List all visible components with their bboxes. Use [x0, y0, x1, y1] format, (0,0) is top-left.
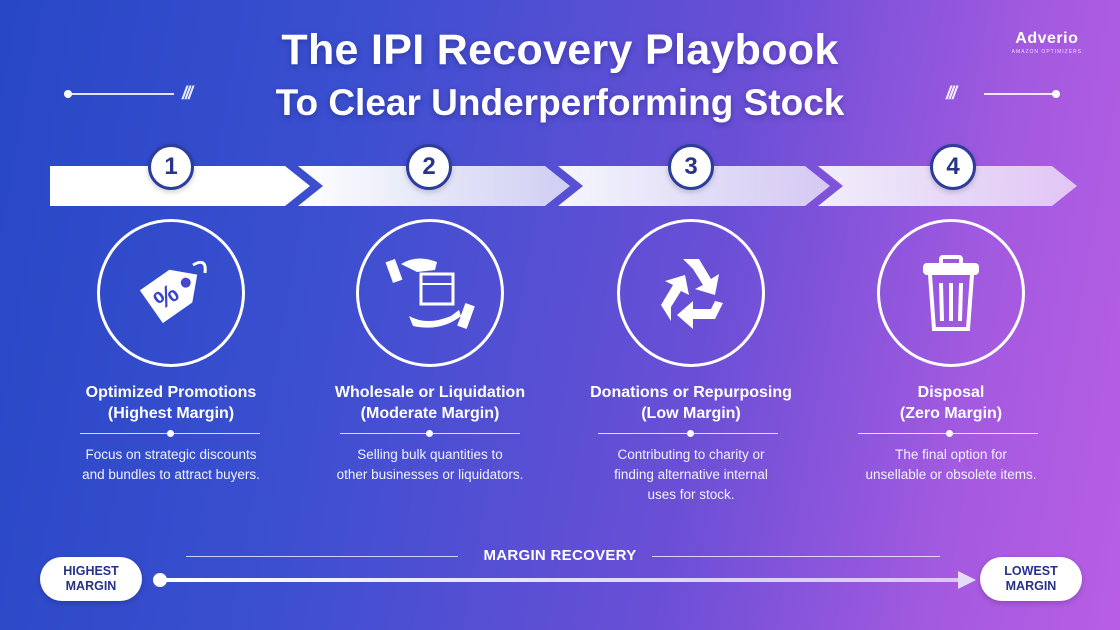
step-1-description: Focus on strategic discounts and bundles…: [51, 445, 291, 485]
title-deco-dot-left: [64, 90, 72, 98]
step-number-2: 2: [406, 144, 452, 190]
step-3-description: Contributing to charity or finding alter…: [571, 445, 811, 505]
step-3-icon-circle: [617, 219, 765, 367]
recovery-label-line-right: [652, 556, 940, 557]
scale-line: [160, 578, 960, 582]
step-4-icon-circle: [877, 219, 1025, 367]
step-2-title-sub: (Moderate Margin): [360, 405, 500, 422]
step-2-desc-line-1: Selling bulk quantities to: [357, 447, 503, 462]
lowest-margin-pill: LOWEST MARGIN: [980, 557, 1082, 601]
highest-margin-line-1: HIGHEST: [63, 564, 119, 578]
step-1-desc-line-1: Focus on strategic discounts: [85, 447, 257, 462]
brand-logo: Adverio AMAZON OPTIMIZERS: [1012, 30, 1082, 55]
step-1-title-sub: (Highest Margin): [107, 405, 235, 422]
step-2-description: Selling bulk quantities to other busines…: [310, 445, 550, 485]
step-2-icon-circle: [356, 219, 504, 367]
step-2-separator-dot: [426, 430, 433, 437]
recovery-label-line-left: [186, 556, 458, 557]
percent-tag-icon: %: [139, 260, 207, 324]
title-deco-slash-right: ///: [946, 83, 957, 103]
step-4-description: The final option for unsellable or obsol…: [831, 445, 1071, 485]
step-4-title: Disposal (Zero Margin): [826, 382, 1076, 424]
step-number-3: 3: [668, 144, 714, 190]
step-4-separator-dot: [946, 430, 953, 437]
step-2-desc-line-2: other businesses or liquidators.: [336, 467, 524, 482]
step-1-desc-line-2: and bundles to attract buyers.: [82, 467, 260, 482]
title-line-1: The IPI Recovery Playbook: [281, 26, 839, 74]
step-3-separator-dot: [687, 430, 694, 437]
step-3-title: Donations or Repurposing (Low Margin): [566, 382, 816, 424]
step-1-title-main: Optimized Promotions: [85, 384, 257, 401]
lowest-margin-line-2: MARGIN: [1005, 579, 1057, 593]
title-deco-dot-right: [1052, 90, 1060, 98]
brand-name: Adverio: [1015, 30, 1079, 47]
title-deco-slash-left: ///: [182, 83, 193, 103]
title-line-2: To Clear Underperforming Stock: [275, 82, 845, 123]
step-3-title-sub: (Low Margin): [641, 405, 741, 422]
scale-arrowhead: [958, 571, 976, 589]
step-3-desc-line-2: finding alternative internal: [614, 467, 768, 482]
step-4-title-sub: (Zero Margin): [899, 405, 1003, 422]
recycle-icon: [661, 259, 723, 329]
step-1-separator-dot: [167, 430, 174, 437]
step-3-desc-line-1: Contributing to charity or: [617, 447, 765, 462]
step-1-title: Optimized Promotions (Highest Margin): [46, 382, 296, 424]
step-3-desc-line-3: uses for stock.: [647, 487, 735, 502]
step-number-1: 1: [148, 144, 194, 190]
step-4-desc-line-1: The final option for: [895, 447, 1007, 462]
step-4-desc-line-2: unsellable or obsolete items.: [865, 467, 1037, 482]
trash-can-icon: [923, 255, 979, 331]
step-1-icon-circle: %: [97, 219, 245, 367]
title-deco-line-left: [70, 93, 174, 95]
box-handoff-icon: [385, 258, 475, 329]
step-4-title-main: Disposal: [917, 384, 985, 401]
highest-margin-pill: HIGHEST MARGIN: [40, 557, 142, 601]
step-3-title-main: Donations or Repurposing: [590, 384, 792, 401]
brand-tagline: AMAZON OPTIMIZERS: [1011, 49, 1082, 55]
step-2-title: Wholesale or Liquidation (Moderate Margi…: [305, 382, 555, 424]
margin-recovery-label: MARGIN RECOVERY: [483, 547, 637, 564]
lowest-margin-line-1: LOWEST: [1004, 564, 1058, 578]
highest-margin-line-2: MARGIN: [65, 579, 117, 593]
step-2-title-main: Wholesale or Liquidation: [334, 384, 526, 401]
title-deco-line-right: [984, 93, 1054, 95]
step-number-4: 4: [930, 144, 976, 190]
